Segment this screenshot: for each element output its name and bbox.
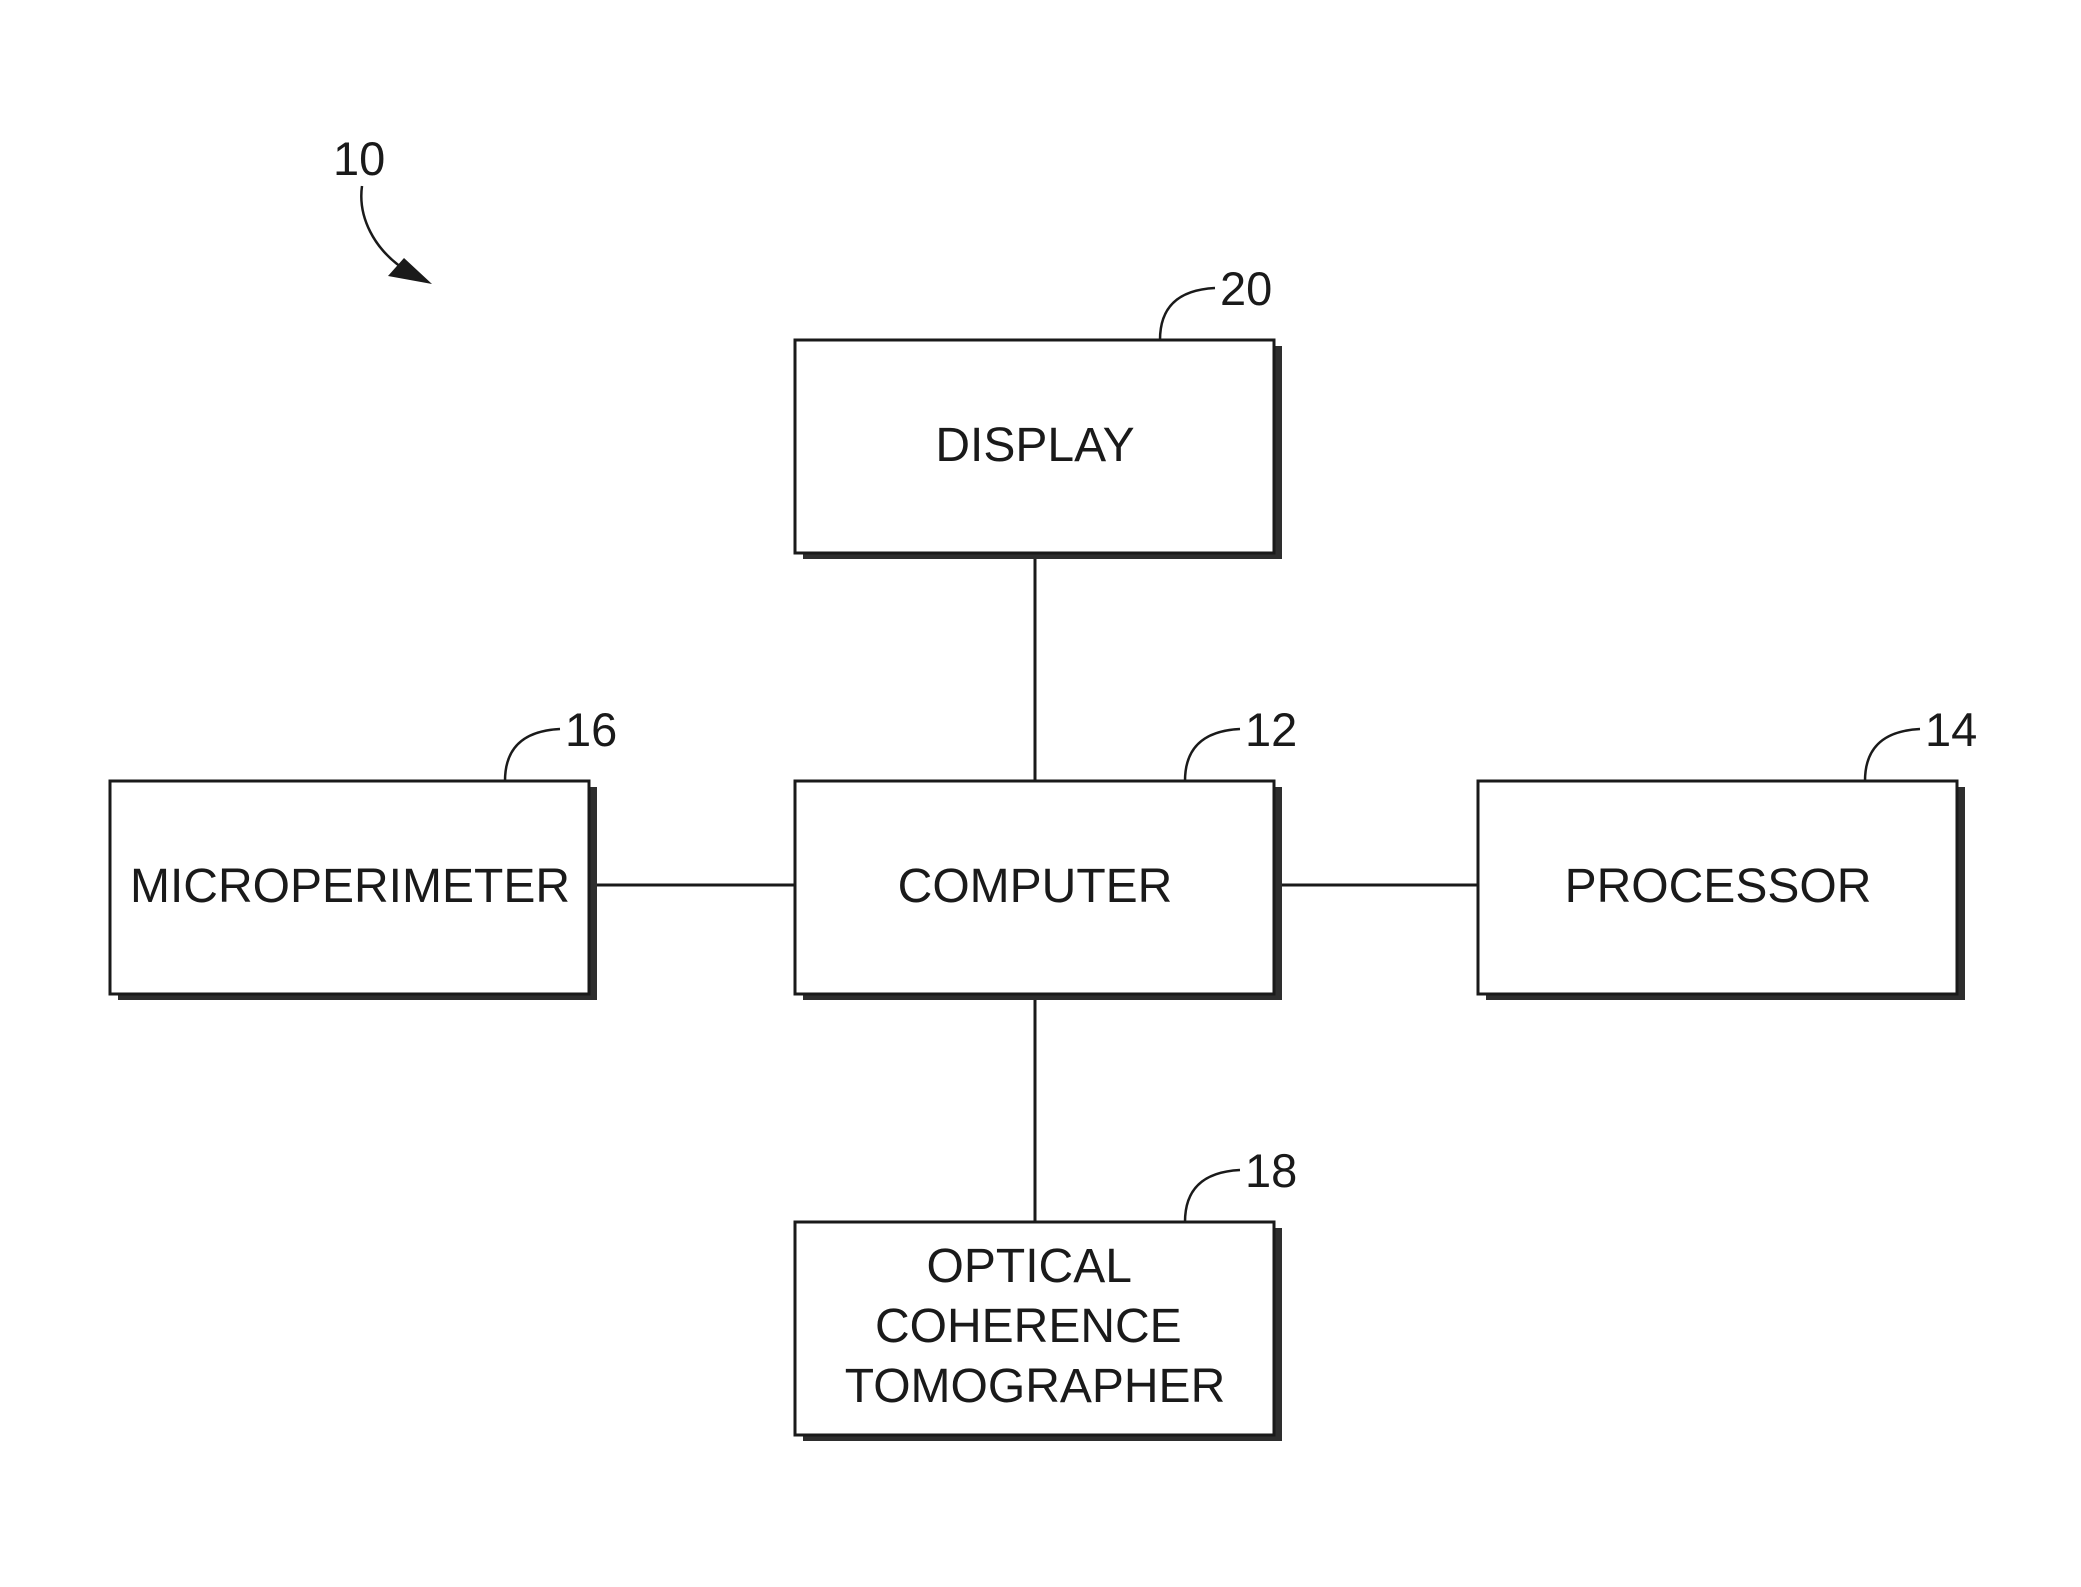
oct-block: OPTICAL COHERENCE TOMOGRAPHER 18: [795, 1144, 1297, 1441]
display-label: DISPLAY: [935, 419, 1134, 472]
figure-ref-group: 10: [333, 132, 432, 284]
display-label-line: DISPLAY: [935, 419, 1134, 472]
processor-label: PROCESSOR: [1565, 860, 1872, 913]
figure-ref-label: 10: [333, 132, 385, 185]
microperimeter-ref: 16: [565, 703, 617, 756]
display-ref-leader: [1160, 288, 1215, 340]
display-block: DISPLAY 20: [795, 262, 1282, 559]
microperimeter-label-line: MICROPERIMETER: [130, 860, 570, 913]
display-ref: 20: [1220, 262, 1272, 315]
oct-label-line-1: OPTICAL: [927, 1240, 1132, 1293]
computer-ref: 12: [1245, 703, 1297, 756]
computer-block: COMPUTER 12: [795, 703, 1297, 1000]
computer-ref-leader: [1185, 729, 1240, 781]
microperimeter-label: MICROPERIMETER: [130, 860, 570, 913]
processor-label-line: PROCESSOR: [1565, 860, 1872, 913]
computer-label-line: COMPUTER: [898, 860, 1173, 913]
oct-label-line-2: COHERENCE: [875, 1300, 1182, 1353]
oct-label-line-3: TOMOGRAPHER: [845, 1360, 1225, 1413]
processor-ref: 14: [1925, 703, 1977, 756]
processor-block: PROCESSOR 14: [1478, 703, 1977, 1000]
computer-label: COMPUTER: [898, 860, 1173, 913]
microperimeter-ref-leader: [505, 729, 560, 781]
oct-ref: 18: [1245, 1144, 1297, 1197]
microperimeter-block: MICROPERIMETER 16: [110, 703, 617, 1000]
oct-ref-leader: [1185, 1170, 1240, 1222]
processor-ref-leader: [1865, 729, 1920, 781]
